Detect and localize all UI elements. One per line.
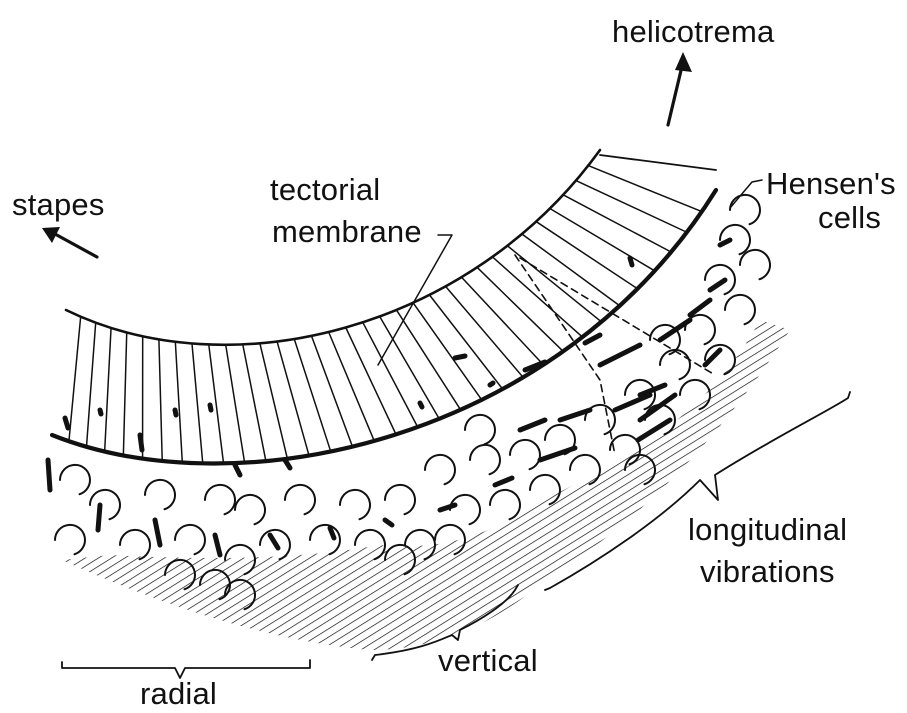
striation-line	[576, 181, 687, 233]
hair-cell-mark	[175, 410, 176, 415]
striation-line	[588, 166, 702, 212]
striation-line	[260, 343, 288, 458]
hair-cell-mark	[440, 505, 455, 510]
hensen-cell-circle	[465, 415, 495, 444]
label-cells: cells	[818, 200, 881, 235]
striation-line	[329, 332, 375, 441]
hensen-cell-circle	[530, 475, 560, 504]
hensen-cell-circle	[55, 525, 85, 554]
hair-cell-mark	[490, 383, 493, 385]
hensen-cell-circle	[145, 480, 175, 509]
hair-cell-mark	[235, 465, 240, 475]
hensen-cell-circle	[450, 495, 480, 524]
tectorial-leader-line	[378, 235, 452, 365]
hair-cell-mark	[98, 505, 100, 530]
hensen-cell-circle	[120, 530, 150, 559]
striation-line	[563, 195, 671, 252]
hair-cell-mark	[630, 258, 632, 265]
hensen-cell-circle	[340, 490, 370, 519]
hair-cell-mark	[210, 405, 211, 410]
striation-line	[69, 317, 81, 442]
striation-line	[123, 332, 126, 455]
striation-line	[105, 328, 111, 452]
hensen-cell-circle	[90, 490, 120, 519]
hair-cell-mark	[48, 460, 50, 490]
hensen-cell-circle	[205, 485, 235, 514]
hensen-cell-circle	[490, 490, 520, 519]
hair-cell-mark	[615, 395, 650, 410]
hair-cell-mark	[385, 520, 392, 525]
hair-cell-mark	[140, 435, 142, 450]
arrow-to-stapes-icon	[42, 227, 97, 257]
hair-cell-mark	[710, 280, 725, 290]
hensen-cell-circle	[385, 485, 415, 514]
label-stapes: stapes	[12, 187, 105, 222]
striation-line	[226, 345, 245, 463]
label-vibrations: vibrations	[700, 554, 835, 589]
hair-cell-mark	[585, 335, 600, 343]
hair-cell-mark	[455, 356, 465, 358]
label-tectorial: tectorial	[270, 172, 380, 207]
label-membrane: membrane	[272, 214, 422, 249]
hensen-cell-circle	[730, 195, 760, 224]
hensen-cell-circle	[740, 250, 770, 279]
hair-cell-mark	[100, 410, 101, 414]
striation-line	[175, 342, 182, 463]
hair-cell-mark	[270, 535, 278, 548]
hair-cell-mark	[495, 478, 512, 485]
hair-cell-mark	[720, 240, 730, 245]
striation-line	[294, 339, 330, 451]
hair-cell-mark	[155, 520, 160, 545]
hair-cell-mark	[600, 345, 640, 365]
label-longitudinal: longitudinal	[688, 512, 847, 547]
hensen-cell-circle	[720, 225, 750, 254]
hair-cell-mark	[540, 448, 575, 460]
hair-cell-mark	[520, 420, 545, 430]
label-radial: radial	[140, 676, 217, 711]
label-helicotrema: helicotrema	[612, 14, 775, 49]
hair-cell-mark	[285, 460, 290, 468]
striation-line	[243, 344, 266, 461]
striation-line	[380, 316, 440, 418]
hensen-cell-circle	[510, 440, 540, 469]
label-hensens: Hensen's	[766, 166, 896, 201]
hensen-cell-circle	[175, 525, 205, 554]
striation-line	[311, 336, 352, 447]
striation-line	[363, 322, 418, 427]
hensen-cell-circle	[235, 495, 265, 524]
arrow-to-helicotrema-icon	[668, 52, 692, 125]
hair-cell-mark	[330, 528, 334, 538]
striation-line	[159, 339, 162, 461]
striation-line	[86, 323, 95, 447]
hensen-cell-circle	[285, 485, 315, 514]
striation-line	[550, 209, 655, 271]
striation-line	[192, 343, 203, 463]
hair-cell-mark	[690, 300, 710, 315]
tectorial-membrane-end	[600, 155, 716, 170]
label-vertical: vertical	[438, 643, 538, 678]
hensen-cell-circle	[60, 465, 90, 494]
hensen-cell-circle	[470, 445, 500, 474]
striation-line	[346, 328, 396, 435]
hair-cell-mark	[215, 535, 220, 555]
hair-cell-mark	[65, 418, 68, 428]
hensen-cell-circle	[660, 350, 690, 379]
hensen-cell-circle	[425, 455, 455, 484]
hair-cell-mark	[420, 403, 422, 407]
hensen-cell-circle	[725, 295, 755, 324]
